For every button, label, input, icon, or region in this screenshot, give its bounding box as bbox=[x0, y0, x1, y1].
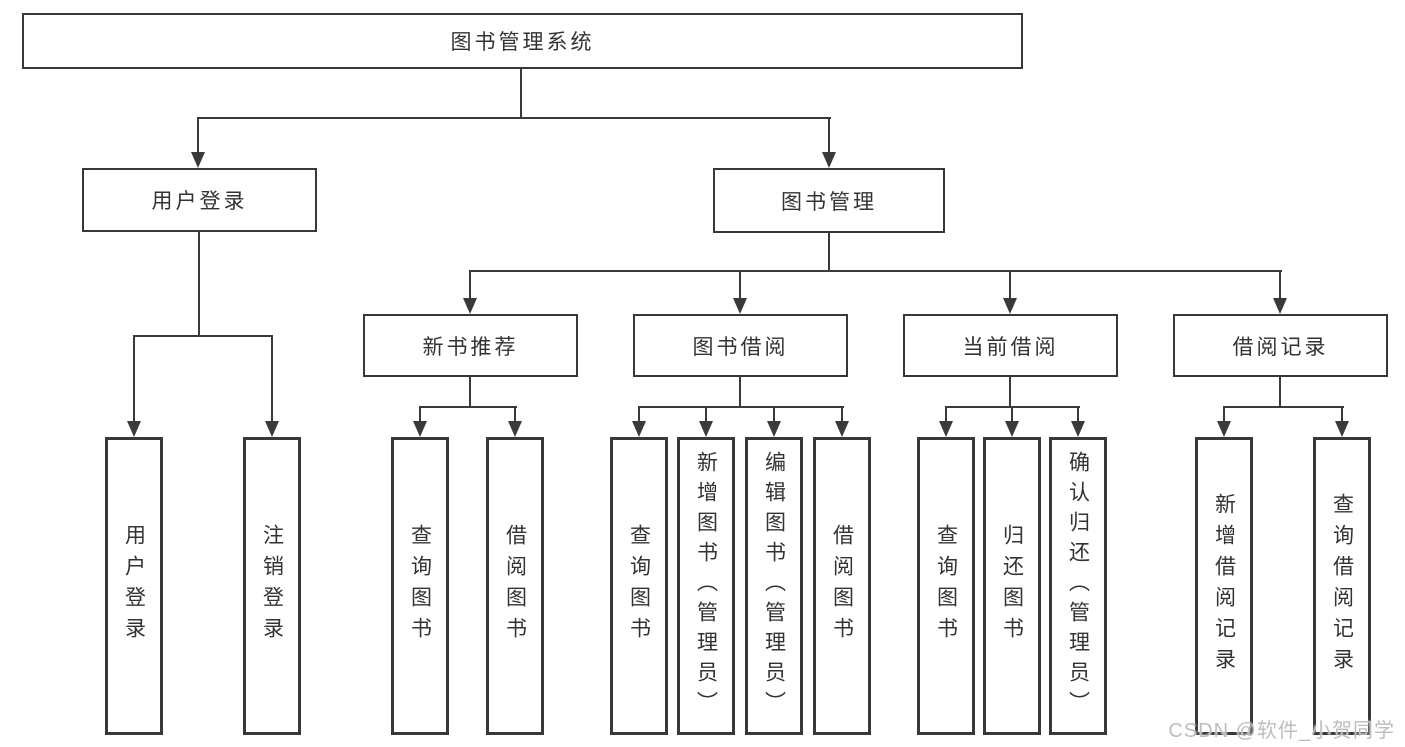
node-leaf-bw-query-books: 查询图书 bbox=[610, 437, 668, 735]
node-leaf-br-query-record-label: 查询借阅记录 bbox=[1330, 493, 1354, 679]
connector-line bbox=[469, 271, 471, 299]
node-leaf-bw-borrow-books-label: 借阅图书 bbox=[830, 524, 854, 648]
arrow-down-icon bbox=[1005, 421, 1019, 437]
node-leaf-bw-add-books: 新增图书（管理员） bbox=[677, 437, 735, 735]
connector-line bbox=[133, 335, 273, 337]
node-book-management-label: 图书管理 bbox=[781, 190, 877, 214]
connector-line bbox=[638, 407, 640, 422]
arrow-down-icon bbox=[699, 421, 713, 437]
arrow-down-icon bbox=[1003, 298, 1017, 314]
node-book-management: 图书管理 bbox=[713, 168, 945, 233]
connector-line bbox=[419, 406, 517, 408]
node-leaf-br-query-record: 查询借阅记录 bbox=[1313, 437, 1371, 735]
connector-line bbox=[1279, 377, 1281, 407]
connector-line bbox=[1009, 271, 1011, 299]
connector-line bbox=[197, 117, 831, 119]
arrow-down-icon bbox=[1273, 298, 1287, 314]
node-leaf-br-add-record: 新增借阅记录 bbox=[1195, 437, 1253, 735]
node-root-label: 图书管理系统 bbox=[450, 31, 595, 54]
node-user-login: 用户登录 bbox=[82, 168, 317, 232]
node-leaf-user-login: 用户登录 bbox=[105, 437, 163, 735]
arrow-down-icon bbox=[463, 298, 477, 314]
connector-line bbox=[945, 407, 947, 422]
connector-line bbox=[638, 406, 844, 408]
connector-line bbox=[1223, 407, 1225, 422]
node-root: 图书管理系统 bbox=[22, 13, 1023, 69]
connector-line bbox=[197, 118, 199, 154]
arrow-down-icon bbox=[413, 421, 427, 437]
node-borrowing-records-label: 借阅记录 bbox=[1232, 335, 1329, 359]
node-leaf-br-add-record-label: 新增借阅记录 bbox=[1212, 493, 1236, 679]
connector-line bbox=[841, 407, 843, 422]
node-leaf-bw-add-books-label: 新增图书（管理员） bbox=[694, 451, 718, 721]
connector-line bbox=[1009, 377, 1011, 407]
arrow-down-icon bbox=[632, 421, 646, 437]
arrow-down-icon bbox=[733, 298, 747, 314]
connector-line bbox=[1279, 271, 1281, 299]
connector-line bbox=[739, 271, 741, 299]
csdn-watermark: CSDN @软件_小贺同学 bbox=[1168, 720, 1395, 742]
node-leaf-bw-query-books-label: 查询图书 bbox=[627, 524, 651, 648]
node-leaf-cb-return-books-label: 归还图书 bbox=[1000, 524, 1024, 648]
connector-line bbox=[419, 407, 421, 422]
node-leaf-cb-query-books: 查询图书 bbox=[917, 437, 975, 735]
arrow-down-icon bbox=[939, 421, 953, 437]
node-user-login-label: 用户登录 bbox=[151, 190, 248, 213]
node-borrowing-records: 借阅记录 bbox=[1173, 314, 1388, 377]
node-leaf-bw-edit-books-label: 编辑图书（管理员） bbox=[762, 451, 786, 721]
connector-line bbox=[705, 407, 707, 422]
connector-line bbox=[828, 233, 830, 271]
node-new-book-recommend: 新书推荐 bbox=[363, 314, 578, 377]
node-book-borrowing-label: 图书借阅 bbox=[692, 335, 789, 359]
connector-line bbox=[271, 336, 273, 422]
connector-line bbox=[520, 69, 522, 118]
node-leaf-cb-return-books: 归还图书 bbox=[983, 437, 1041, 735]
node-leaf-cb-confirm-return-label: 确认归还（管理员） bbox=[1066, 451, 1090, 721]
node-leaf-user-login-label: 用户登录 bbox=[122, 524, 146, 648]
node-new-book-recommend-label: 新书推荐 bbox=[422, 335, 519, 359]
arrow-down-icon bbox=[265, 421, 279, 437]
arrow-down-icon bbox=[1335, 421, 1349, 437]
node-leaf-cb-query-books-label: 查询图书 bbox=[934, 524, 958, 648]
arrow-down-icon bbox=[1217, 421, 1231, 437]
arrow-down-icon bbox=[1071, 421, 1085, 437]
connector-line bbox=[469, 377, 471, 407]
arrow-down-icon bbox=[822, 152, 836, 168]
connector-line bbox=[1077, 407, 1079, 422]
node-leaf-bw-edit-books: 编辑图书（管理员） bbox=[745, 437, 803, 735]
node-leaf-nb-borrow-books-label: 借阅图书 bbox=[503, 524, 527, 648]
node-leaf-logout: 注销登录 bbox=[243, 437, 301, 735]
node-book-borrowing: 图书借阅 bbox=[633, 314, 848, 377]
connector-line bbox=[739, 377, 741, 407]
connector-line bbox=[1011, 407, 1013, 422]
connector-line bbox=[133, 336, 135, 422]
arrow-down-icon bbox=[767, 421, 781, 437]
connector-line bbox=[773, 407, 775, 422]
node-current-borrowing-label: 当前借阅 bbox=[962, 335, 1059, 359]
node-leaf-cb-confirm-return: 确认归还（管理员） bbox=[1049, 437, 1107, 735]
connector-line bbox=[514, 407, 516, 422]
node-current-borrowing: 当前借阅 bbox=[903, 314, 1118, 377]
arrow-down-icon bbox=[191, 152, 205, 168]
node-leaf-nb-query-books-label: 查询图书 bbox=[408, 524, 432, 648]
node-leaf-logout-label: 注销登录 bbox=[260, 524, 284, 648]
connector-line bbox=[198, 232, 200, 336]
node-leaf-nb-query-books: 查询图书 bbox=[391, 437, 449, 735]
arrow-down-icon bbox=[508, 421, 522, 437]
connector-line bbox=[1223, 406, 1344, 408]
arrow-down-icon bbox=[127, 421, 141, 437]
node-leaf-nb-borrow-books: 借阅图书 bbox=[486, 437, 544, 735]
node-leaf-bw-borrow-books: 借阅图书 bbox=[813, 437, 871, 735]
arrow-down-icon bbox=[835, 421, 849, 437]
connector-line bbox=[469, 270, 1282, 272]
connector-line bbox=[828, 118, 830, 154]
connector-line bbox=[1341, 407, 1343, 422]
